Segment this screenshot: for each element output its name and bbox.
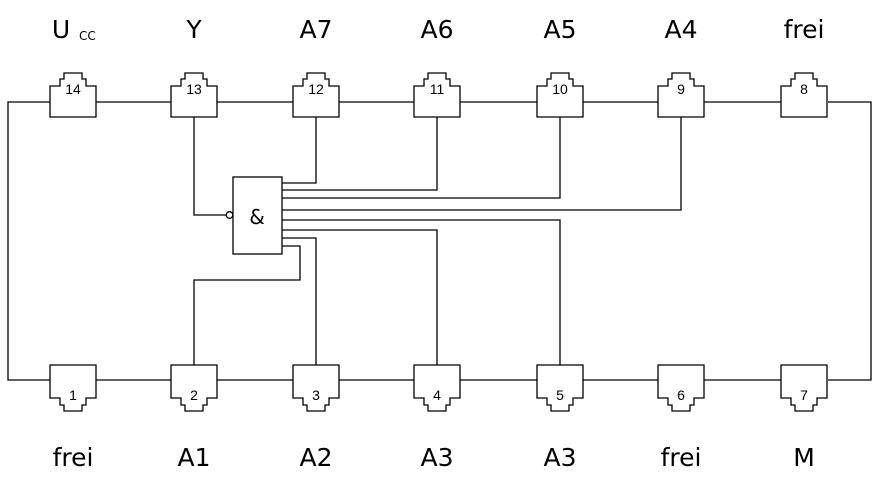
- pin-socket: [780, 364, 828, 412]
- package-outline: [7, 101, 872, 381]
- pin-label: A3: [543, 443, 576, 472]
- bottom-pin-2: 2A1: [170, 364, 218, 472]
- bottom-pin-3: 3A2: [292, 364, 340, 472]
- pin-label: A1: [177, 443, 210, 472]
- pin-socket: [536, 72, 584, 118]
- pin-label: frei: [661, 443, 702, 472]
- pin-number: 9: [677, 81, 685, 97]
- wire-a5: [282, 117, 561, 199]
- pin-socket: [170, 72, 218, 118]
- pin-number: 6: [677, 387, 685, 403]
- pin-number: 7: [800, 387, 808, 403]
- wire-a3-pin4: [282, 229, 438, 365]
- pin-label: frei: [784, 15, 825, 44]
- pin-label: Y: [185, 15, 202, 44]
- pin-number: 10: [552, 81, 568, 97]
- wire-y-output: [193, 117, 226, 216]
- pin-label: A7: [299, 15, 332, 44]
- pin-socket: [170, 364, 218, 412]
- pin-label: U: [52, 15, 70, 44]
- top-pin-14: 14 U CC: [49, 15, 97, 118]
- pin-number: 1: [69, 387, 77, 403]
- pin-socket: [780, 72, 828, 118]
- wire-a7: [282, 117, 317, 184]
- top-pin-13: 13 Y: [170, 15, 218, 118]
- pin-number: 2: [190, 387, 198, 403]
- wire-a4: [282, 117, 682, 211]
- pin-socket: [49, 72, 97, 118]
- pin-label: A3: [420, 443, 453, 472]
- wire-a3-pin5: [282, 219, 561, 365]
- pin-socket: [536, 364, 584, 412]
- bottom-pin-6: 6 frei: [657, 364, 705, 472]
- internal-wiring: [193, 117, 682, 365]
- pin-number: 4: [433, 387, 441, 403]
- wire-a2: [282, 237, 317, 365]
- pin-label: A2: [299, 443, 332, 472]
- pin-socket: [657, 72, 705, 118]
- bottom-pin-1: 1 frei: [49, 364, 97, 472]
- pin-socket: [657, 364, 705, 412]
- top-pin-11: 11 A6: [413, 15, 461, 118]
- pin-socket: [49, 364, 97, 412]
- pin-number: 14: [65, 81, 81, 97]
- top-pin-12: 12 A7: [292, 15, 340, 118]
- pin-label: M: [793, 443, 815, 472]
- pin-socket: [292, 72, 340, 118]
- pin-label-subscript: CC: [79, 29, 96, 43]
- top-pin-10: 10 A5: [536, 15, 584, 118]
- inversion-bubble: [225, 211, 234, 219]
- pin-label: A4: [664, 15, 697, 44]
- top-pin-row: 14 U CC 13 Y 12 A7 11 A6 10 A5 9 A4 8 frei: [49, 15, 828, 118]
- gate-symbol: &: [249, 205, 265, 229]
- pin-number: 3: [312, 387, 320, 403]
- pin-number: 11: [430, 81, 445, 97]
- top-pin-9: 9 A4: [657, 15, 705, 118]
- nand-gate: &: [225, 176, 283, 255]
- wire-a6: [282, 117, 438, 191]
- pin-label: A6: [420, 15, 453, 44]
- bottom-pin-5: 5A3: [536, 364, 584, 472]
- pin-socket: [413, 72, 461, 118]
- pin-number: 12: [308, 81, 324, 97]
- top-pin-8: 8 frei: [780, 15, 828, 118]
- pin-label: frei: [53, 443, 94, 472]
- pin-label: A5: [543, 15, 576, 44]
- pin-number: 8: [800, 81, 808, 97]
- pin-number: 13: [186, 81, 202, 97]
- bottom-pin-4: 4A3: [413, 364, 461, 472]
- bottom-pin-7: 7M: [780, 364, 828, 472]
- pin-number: 5: [556, 387, 564, 403]
- pin-socket: [292, 364, 340, 412]
- wire-a1: [193, 245, 301, 365]
- pin-socket: [413, 364, 461, 412]
